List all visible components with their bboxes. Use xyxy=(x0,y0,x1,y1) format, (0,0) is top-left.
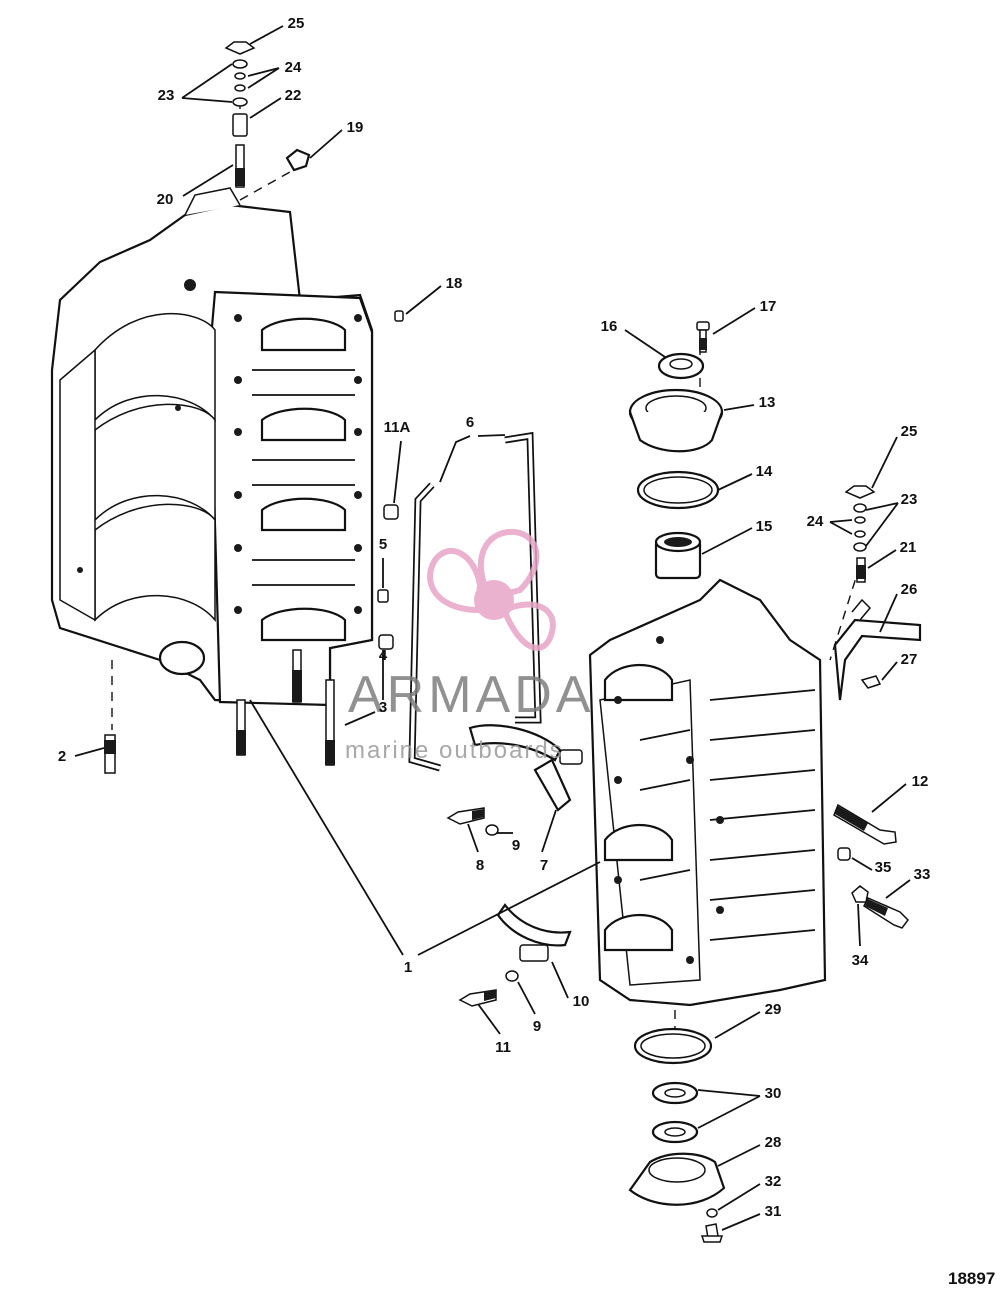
callout-32: 32 xyxy=(765,1173,782,1190)
callout-30: 30 xyxy=(765,1085,782,1102)
bracket-assembly xyxy=(833,485,922,701)
callout-25: 25 xyxy=(901,423,918,440)
callout-17: 17 xyxy=(760,298,777,315)
bearing-cap-7 xyxy=(468,724,583,812)
callout-12: 12 xyxy=(912,773,929,790)
callout-2: 2 xyxy=(58,748,66,765)
callout-3: 3 xyxy=(379,699,387,716)
callout-10: 10 xyxy=(573,993,590,1010)
upper-end-cap xyxy=(628,321,724,580)
callout-23: 23 xyxy=(901,491,918,508)
lower-end-cap xyxy=(628,1027,726,1243)
stud-2 xyxy=(104,734,116,774)
callout-9: 9 xyxy=(512,837,520,854)
callout-9: 9 xyxy=(533,1018,541,1035)
callout-19: 19 xyxy=(347,119,364,136)
crankcase-studs xyxy=(236,649,335,766)
callout-24: 24 xyxy=(807,513,824,530)
armada-watermark: ARMADA marine outboards xyxy=(345,528,594,764)
callout-33: 33 xyxy=(914,866,931,883)
callout-1: 1 xyxy=(404,959,412,976)
cover-bolts xyxy=(833,803,909,929)
callout-24: 24 xyxy=(285,59,302,76)
top-hardware-stack xyxy=(224,41,311,188)
hose-6 xyxy=(408,431,542,772)
propeller-logo-icon xyxy=(427,528,556,651)
callout-25: 25 xyxy=(288,15,305,32)
callout-15: 15 xyxy=(756,518,773,535)
callout-34: 34 xyxy=(852,952,869,969)
callout-16: 16 xyxy=(601,318,618,335)
callout-6: 6 xyxy=(466,414,474,431)
watermark-brand: ARMADA xyxy=(348,666,594,724)
callout-23: 23 xyxy=(158,87,175,104)
callout-26: 26 xyxy=(901,581,918,598)
callout-8: 8 xyxy=(476,857,484,874)
callout-31: 31 xyxy=(765,1203,782,1220)
watermark-tagline: marine outboards xyxy=(345,737,564,764)
callout-11A: 11A xyxy=(384,419,411,436)
bearing-bolts xyxy=(446,807,519,1007)
callout-18: 18 xyxy=(446,275,463,292)
callout-11: 11 xyxy=(495,1039,511,1056)
callout-5: 5 xyxy=(379,536,387,553)
bearing-cap-10 xyxy=(496,903,572,962)
callout-21: 21 xyxy=(900,539,917,556)
callout-13: 13 xyxy=(759,394,776,411)
callout-22: 22 xyxy=(285,87,302,104)
crankcase-cover xyxy=(588,578,827,1007)
callout-28: 28 xyxy=(765,1134,782,1151)
locating-pins xyxy=(377,310,404,650)
callout-27: 27 xyxy=(901,651,918,668)
callout-14: 14 xyxy=(756,463,773,480)
callout-4: 4 xyxy=(379,647,388,664)
callout-20: 20 xyxy=(157,191,174,208)
callout-7: 7 xyxy=(540,857,548,874)
callout-29: 29 xyxy=(765,1001,782,1018)
callout-35: 35 xyxy=(875,859,892,876)
cylinder-block xyxy=(50,187,374,707)
figure-number: 18897 xyxy=(948,1269,995,1288)
leader-lines xyxy=(74,25,911,1231)
